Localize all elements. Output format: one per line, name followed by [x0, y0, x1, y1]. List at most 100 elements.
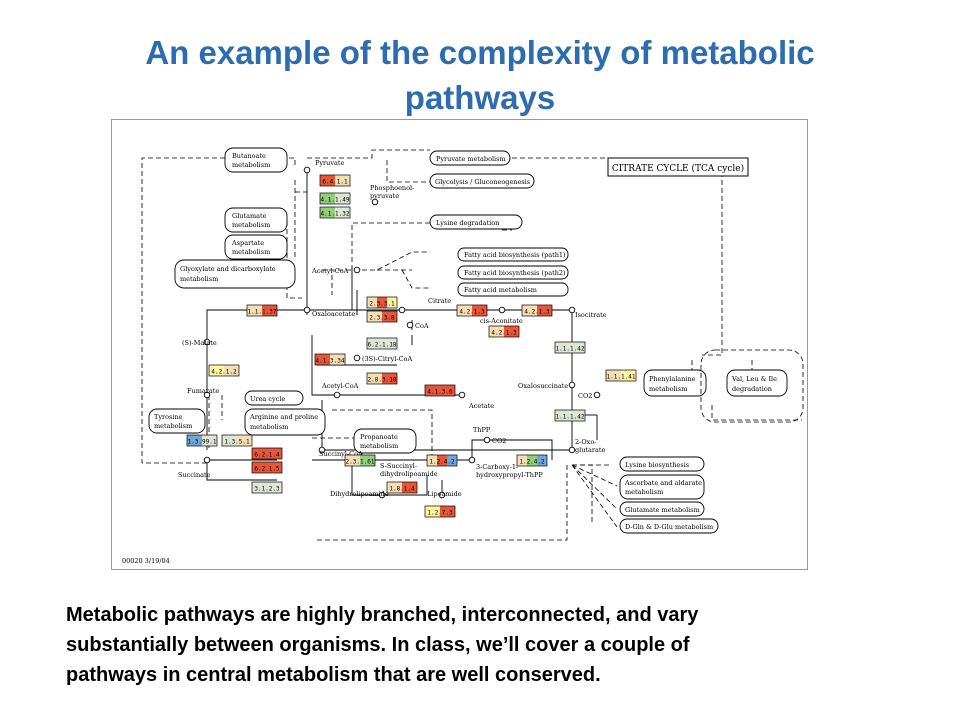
- label-glutamate-1: Glutamate: [232, 212, 267, 220]
- pathway-urea-cycle[interactable]: [244, 390, 304, 406]
- caption-line-2: substantially between organisms. In clas…: [66, 634, 690, 656]
- pathway-val-leu-ile[interactable]: [726, 369, 788, 397]
- compound-co2-1: CO2: [578, 392, 592, 400]
- enzyme-label: 1.2.7.3: [427, 509, 453, 516]
- map-title: CITRATE CYCLE (TCA cycle): [612, 163, 744, 174]
- pathway-boxes: [148, 147, 788, 534]
- pathway-glycolysis[interactable]: [429, 173, 535, 189]
- label-val-leu-ile-2: degradation: [732, 385, 772, 393]
- enzyme-6-2-1-5[interactable]: 6.2.1.5: [251, 461, 283, 474]
- enzyme-label: 1.3.5.1: [224, 438, 250, 445]
- pathway-tyrosine[interactable]: [148, 408, 206, 434]
- label-phenylalanine-1: Phenylalanine: [649, 375, 696, 383]
- label-phenylalanine-2: metabolism: [649, 385, 687, 393]
- compound-s-malate: (S)-Malate: [182, 339, 217, 347]
- pathway-glyoxylate[interactable]: [174, 259, 296, 289]
- enzyme-6-2-1-4[interactable]: 6.2.1.4: [251, 447, 283, 460]
- enzyme-2-3-1-61[interactable]: 2.3.1.61: [344, 454, 376, 467]
- label-glycolysis: Glycolysis / Gluconeogenesis: [435, 178, 530, 186]
- pathway-fatty-acid-path1[interactable]: [457, 247, 569, 262]
- compound-acetyl-coa-2: Acetyl-CoA: [321, 382, 359, 390]
- label-glutamate-2: metabolism: [232, 221, 270, 229]
- compound-coa: CoA: [415, 322, 429, 330]
- enzyme-label: 6.2.1.4: [254, 451, 280, 458]
- compound-cis-aconitate: cis-Aconitate: [480, 317, 523, 325]
- pathway-fatty-acid-metabolism[interactable]: [457, 282, 569, 297]
- slide-title-line-1: An example of the complexity of metaboli…: [145, 34, 815, 71]
- enzyme-6-2-1-18[interactable]: 6.2.1.18: [366, 337, 398, 350]
- pathway-fatty-acid-path2[interactable]: [457, 265, 569, 280]
- enzyme-label: 2.3.3.8: [369, 314, 395, 321]
- enzyme-1-2-4-2[interactable]: 1.2.4.2: [516, 454, 548, 467]
- pathway-propanoate[interactable]: [353, 428, 417, 454]
- pathway-phenylalanine[interactable]: [643, 369, 707, 397]
- pathway-arginine-proline[interactable]: [244, 408, 326, 436]
- enzyme-3-1-2-3[interactable]: 3.1.2.3: [251, 481, 283, 494]
- map-footer: 00020 3/19/04: [122, 557, 170, 565]
- enzyme-1-3-99-1[interactable]: 1.3.99.1: [186, 434, 218, 447]
- enzyme-1-1-1-41[interactable]: 1.1.1.41: [605, 369, 637, 382]
- enzyme-1-1-1-42[interactable]: 1.1.1.42: [554, 409, 586, 422]
- compound-co2-2: CO2: [492, 437, 506, 445]
- pathway-labels: Butanoate metabolism Pyruvate metabolism…: [154, 152, 777, 531]
- enzyme-4-2-1-3[interactable]: 4.2.1.3: [488, 325, 520, 338]
- enzyme-2-8-3-10[interactable]: 2.8.3.10: [366, 372, 398, 385]
- label-aspartate-1: Aspartate: [231, 239, 264, 247]
- enzyme-label: 4.1.3.34: [316, 357, 345, 364]
- pathway-glutamate-metabolism[interactable]: [619, 501, 705, 517]
- enzyme-4-1-3-34[interactable]: 4.1.3.34: [314, 353, 346, 366]
- enzyme-6-4-1-1[interactable]: 6.4.1.1: [319, 174, 351, 187]
- enzyme-4-1-1-32[interactable]: 4.1.1.32: [319, 206, 351, 219]
- slide-title: An example of the complexity of metaboli…: [0, 30, 960, 120]
- label-fa-metabolism: Fatty acid metabolism: [464, 286, 537, 294]
- pathway-pyruvate-metabolism[interactable]: [429, 150, 511, 166]
- enzyme-4-1-3-6[interactable]: 4.1.3.6: [424, 384, 456, 397]
- enzyme-boxes: 6.4.1.1 4.1.1.49 4.1.1.32 1.1.1.37 2.3.3.1 2.…: [186, 174, 637, 518]
- label-tyrosine-2: metabolism: [154, 422, 192, 430]
- compound-lipoamide: Lipoamide: [427, 490, 462, 498]
- compound-thpp: ThPP: [473, 426, 491, 434]
- enzyme-4-2-1-2[interactable]: 4.2.1.2: [208, 364, 240, 377]
- enzyme-2-3-3-1[interactable]: 2.3.3.1: [366, 296, 398, 309]
- pathway-lysine-biosynthesis[interactable]: [619, 456, 705, 472]
- enzyme-1-2-4-2[interactable]: 1.2.4.2: [426, 454, 458, 467]
- label-glyoxylate-1: Glyoxylate and dicarboxylate: [180, 265, 276, 273]
- enzyme-label: 1.1.1.41: [607, 373, 636, 380]
- pathway-ascorbate[interactable]: [619, 474, 705, 500]
- enzyme-2-3-3-8[interactable]: 2.3.3.8: [366, 310, 398, 323]
- pathway-aspartate[interactable]: [224, 234, 288, 260]
- enzyme-label: 1.1.1.42: [556, 413, 585, 420]
- compound-citrate: Citrate: [428, 297, 451, 305]
- enzyme-1-3-5-1[interactable]: 1.3.5.1: [221, 434, 253, 447]
- enzyme-4-2-1-3[interactable]: 4.2.1.3: [521, 304, 553, 317]
- enzyme-label: 4.1.3.6: [427, 388, 453, 395]
- enzyme-1-1-1-37[interactable]: 1.1.1.37: [246, 304, 278, 317]
- enzyme-4-2-1-3[interactable]: 4.2.1.3: [456, 304, 488, 317]
- enzyme-label: 3.1.2.3: [254, 485, 280, 492]
- pathway-d-gln-d-glu[interactable]: [619, 518, 719, 534]
- compound-fumarate: Fumarate: [187, 387, 219, 395]
- enzyme-4-1-1-49[interactable]: 4.1.1.49: [319, 192, 351, 205]
- compound-oxalosuccinate: Oxalosuccinate: [518, 382, 568, 390]
- pathway-glutamate[interactable]: [224, 207, 288, 233]
- enzyme-label: 4.1.1.49: [321, 196, 350, 203]
- label-d-gln-d-glu: D-Gln & D-Glu metabolism: [625, 523, 713, 531]
- pathway-lysine-degradation[interactable]: [429, 214, 523, 230]
- compound-s-succinyl-2: dihydrolipoamide: [380, 470, 438, 478]
- enzyme-1-1-1-42[interactable]: 1.1.1.42: [554, 341, 586, 354]
- enzyme-1-8-1-4[interactable]: 1.8.1.4: [386, 481, 418, 494]
- compound-pyruvate: Pyruvate: [315, 159, 344, 167]
- label-tyrosine-1: Tyrosine: [154, 413, 183, 421]
- label-ascorbate-2: metabolism: [625, 488, 663, 496]
- compound-oxoglutarate-2: glutarate: [575, 446, 606, 454]
- compound-pep-1: Phosphoenol-: [370, 184, 414, 192]
- compound-acetyl-coa: Acetyl-CoA: [311, 267, 349, 275]
- label-lysine-biosynthesis: Lysine biosynthesis: [625, 461, 689, 469]
- enzyme-label: 1.1.1.42: [556, 345, 585, 352]
- pathway-butanoate[interactable]: [224, 147, 288, 173]
- compound-citryl-coa: (3S)-Citryl-CoA: [362, 355, 412, 363]
- enzyme-label: 2.8.3.10: [368, 376, 397, 383]
- label-fa-path2: Fatty acid biosynthesis (path2): [464, 269, 566, 277]
- enzyme-1-2-7-3[interactable]: 1.2.7.3: [424, 505, 456, 518]
- caption-line-1: Metabolic pathways are highly branched, …: [66, 604, 699, 626]
